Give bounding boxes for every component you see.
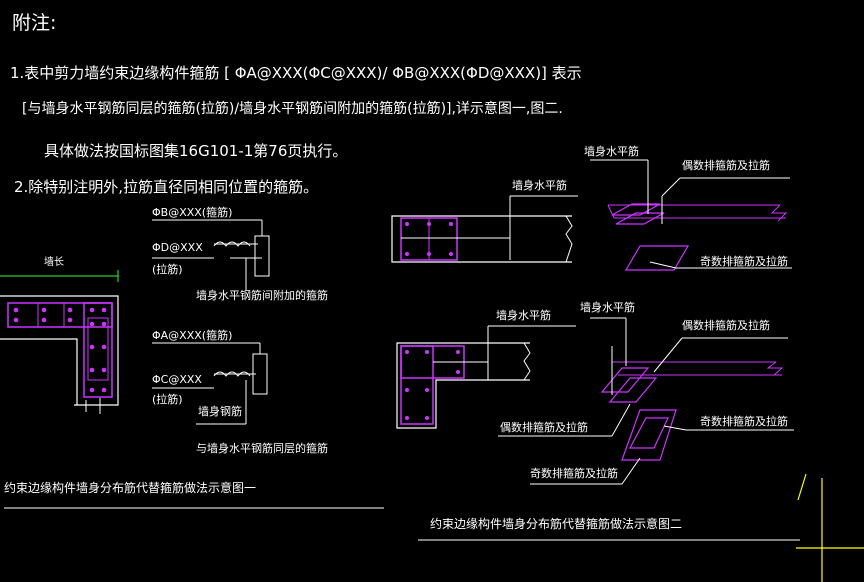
fig2-top-odd: 奇数排箍筋及拉筋	[700, 255, 788, 268]
fig2-top-wall-h: 墙身水平筋	[512, 179, 567, 192]
fig2-bot-odd2: 奇数排箍筋及拉筋	[530, 467, 618, 480]
fig2-bottom-3d	[498, 317, 794, 485]
fig2-bot-odd: 奇数排箍筋及拉筋	[700, 415, 788, 428]
fig1-label-same: 与墙身水平钢筋同层的箍筋	[196, 442, 328, 455]
note-1-line-1: 1.表中剪力墙约束边缘构件箍筋 [ ΦA@XXX(ΦC@XXX)/ ΦB@XXX…	[10, 64, 582, 82]
fig2-bottom-section	[396, 325, 576, 429]
note-1-line-3: 具体做法按国标图集16G101-1第76页执行。	[44, 142, 348, 160]
fig2-caption: 约束边缘构件墙身分布筋代替箍筋做法示意图二	[430, 517, 683, 531]
fig2-bot-wall-h2: 墙身水平筋	[580, 301, 635, 314]
fig1-label-b: ΦB@XXX(箍筋)	[152, 206, 233, 219]
fig1-section	[0, 270, 119, 414]
fig1-label-c: ΦC@XXX	[152, 373, 202, 386]
fig1-label-wall: 墙身钢筋	[198, 405, 242, 418]
fig2-top-even: 偶数排箍筋及拉筋	[682, 159, 770, 172]
fig2-bot-wall-h: 墙身水平筋	[496, 309, 551, 322]
crosshair-cursor	[796, 473, 864, 582]
fig1-label-a: ΦA@XXX(箍筋)	[152, 329, 233, 342]
fig1-label-d-tie: (拉筋)	[152, 263, 183, 276]
page-title: 附注:	[12, 12, 57, 34]
fig2-bot-even: 偶数排箍筋及拉筋	[682, 319, 770, 332]
fig1-detail-upper	[152, 219, 270, 290]
fig1-label-c-tie: (拉筋)	[152, 393, 183, 406]
fig2-top-wall-h2: 墙身水平筋	[584, 145, 639, 158]
note-2: 2.除特别注明外,拉筋直径同相同位置的箍筋。	[14, 178, 319, 196]
fig1-label-d: ΦD@XXX	[152, 241, 203, 254]
fig1-detail-lower	[152, 342, 268, 425]
fig2-top-3d	[590, 159, 792, 271]
fig2-bot-even2: 偶数排箍筋及拉筋	[500, 421, 588, 434]
fig2-top-section	[391, 195, 578, 263]
fig1-caption: 约束边缘构件墙身分布筋代替箍筋做法示意图一	[4, 481, 257, 495]
note-1-line-2: [与墙身水平钢筋同层的箍筋(拉筋)/墙身水平钢筋间附加的箍筋(拉筋)],详示意图…	[22, 101, 563, 117]
fig1-dim-label: 墙长	[44, 257, 64, 268]
fig1-label-extra: 墙身水平钢筋间附加的箍筋	[196, 289, 328, 302]
